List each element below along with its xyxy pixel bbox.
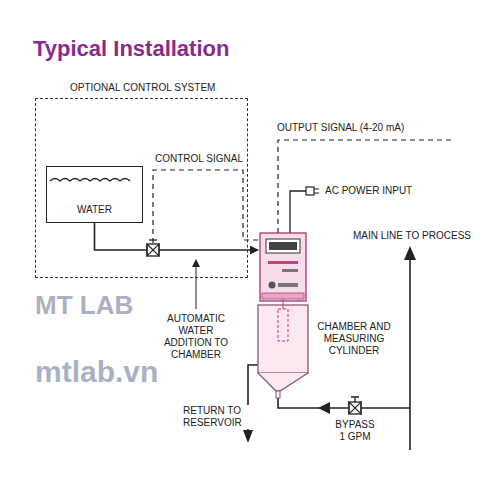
diagram-title: Typical Installation [33, 36, 229, 62]
arrowhead [404, 246, 416, 260]
annotation-label: OUTPUT SIGNAL (4-20 mA) [277, 122, 404, 134]
arrowhead [192, 259, 200, 267]
leader-line [196, 262, 197, 309]
control-system-region: WATEROPTIONAL CONTROL SYSTEM [35, 98, 248, 278]
bypass-pipe [278, 398, 410, 408]
watermark: mtlab.vn [35, 355, 158, 389]
annotation-label: AUTOMATIC WATER ADDITION TO CHAMBER [163, 313, 229, 361]
bypass-valve [349, 397, 361, 414]
arrowhead [243, 430, 253, 443]
annotation-label: RETURN TO RESERVOIR [183, 405, 249, 429]
tank-label: WATER [47, 204, 142, 216]
annotation-label: MAIN LINE TO PROCESS [353, 230, 471, 242]
output-signal-wire [278, 140, 455, 233]
control-signal-wire [153, 170, 260, 243]
main-line-pipe [409, 258, 411, 450]
chamber-label: CHAMBER AND MEASURING CYLINDER [313, 321, 395, 357]
watermark: MT LAB [35, 290, 133, 320]
return-pipe [248, 365, 258, 432]
arrowhead [318, 402, 330, 414]
annotation-label: BYPASS 1 GPM [332, 419, 378, 443]
power-cord [290, 191, 306, 233]
solenoid-valve [147, 240, 159, 256]
water-line [95, 223, 259, 250]
water-tank: WATER [46, 166, 143, 223]
power-plug [306, 187, 319, 195]
analyzer-chamber: CHAMBER AND MEASURING CYLINDER [258, 233, 308, 398]
annotation-label: CONTROL SIGNAL [155, 153, 243, 165]
region-label: OPTIONAL CONTROL SYSTEM [70, 82, 215, 94]
annotation-label: AC POWER INPUT [325, 185, 412, 197]
analyzer-illustration [258, 233, 308, 398]
